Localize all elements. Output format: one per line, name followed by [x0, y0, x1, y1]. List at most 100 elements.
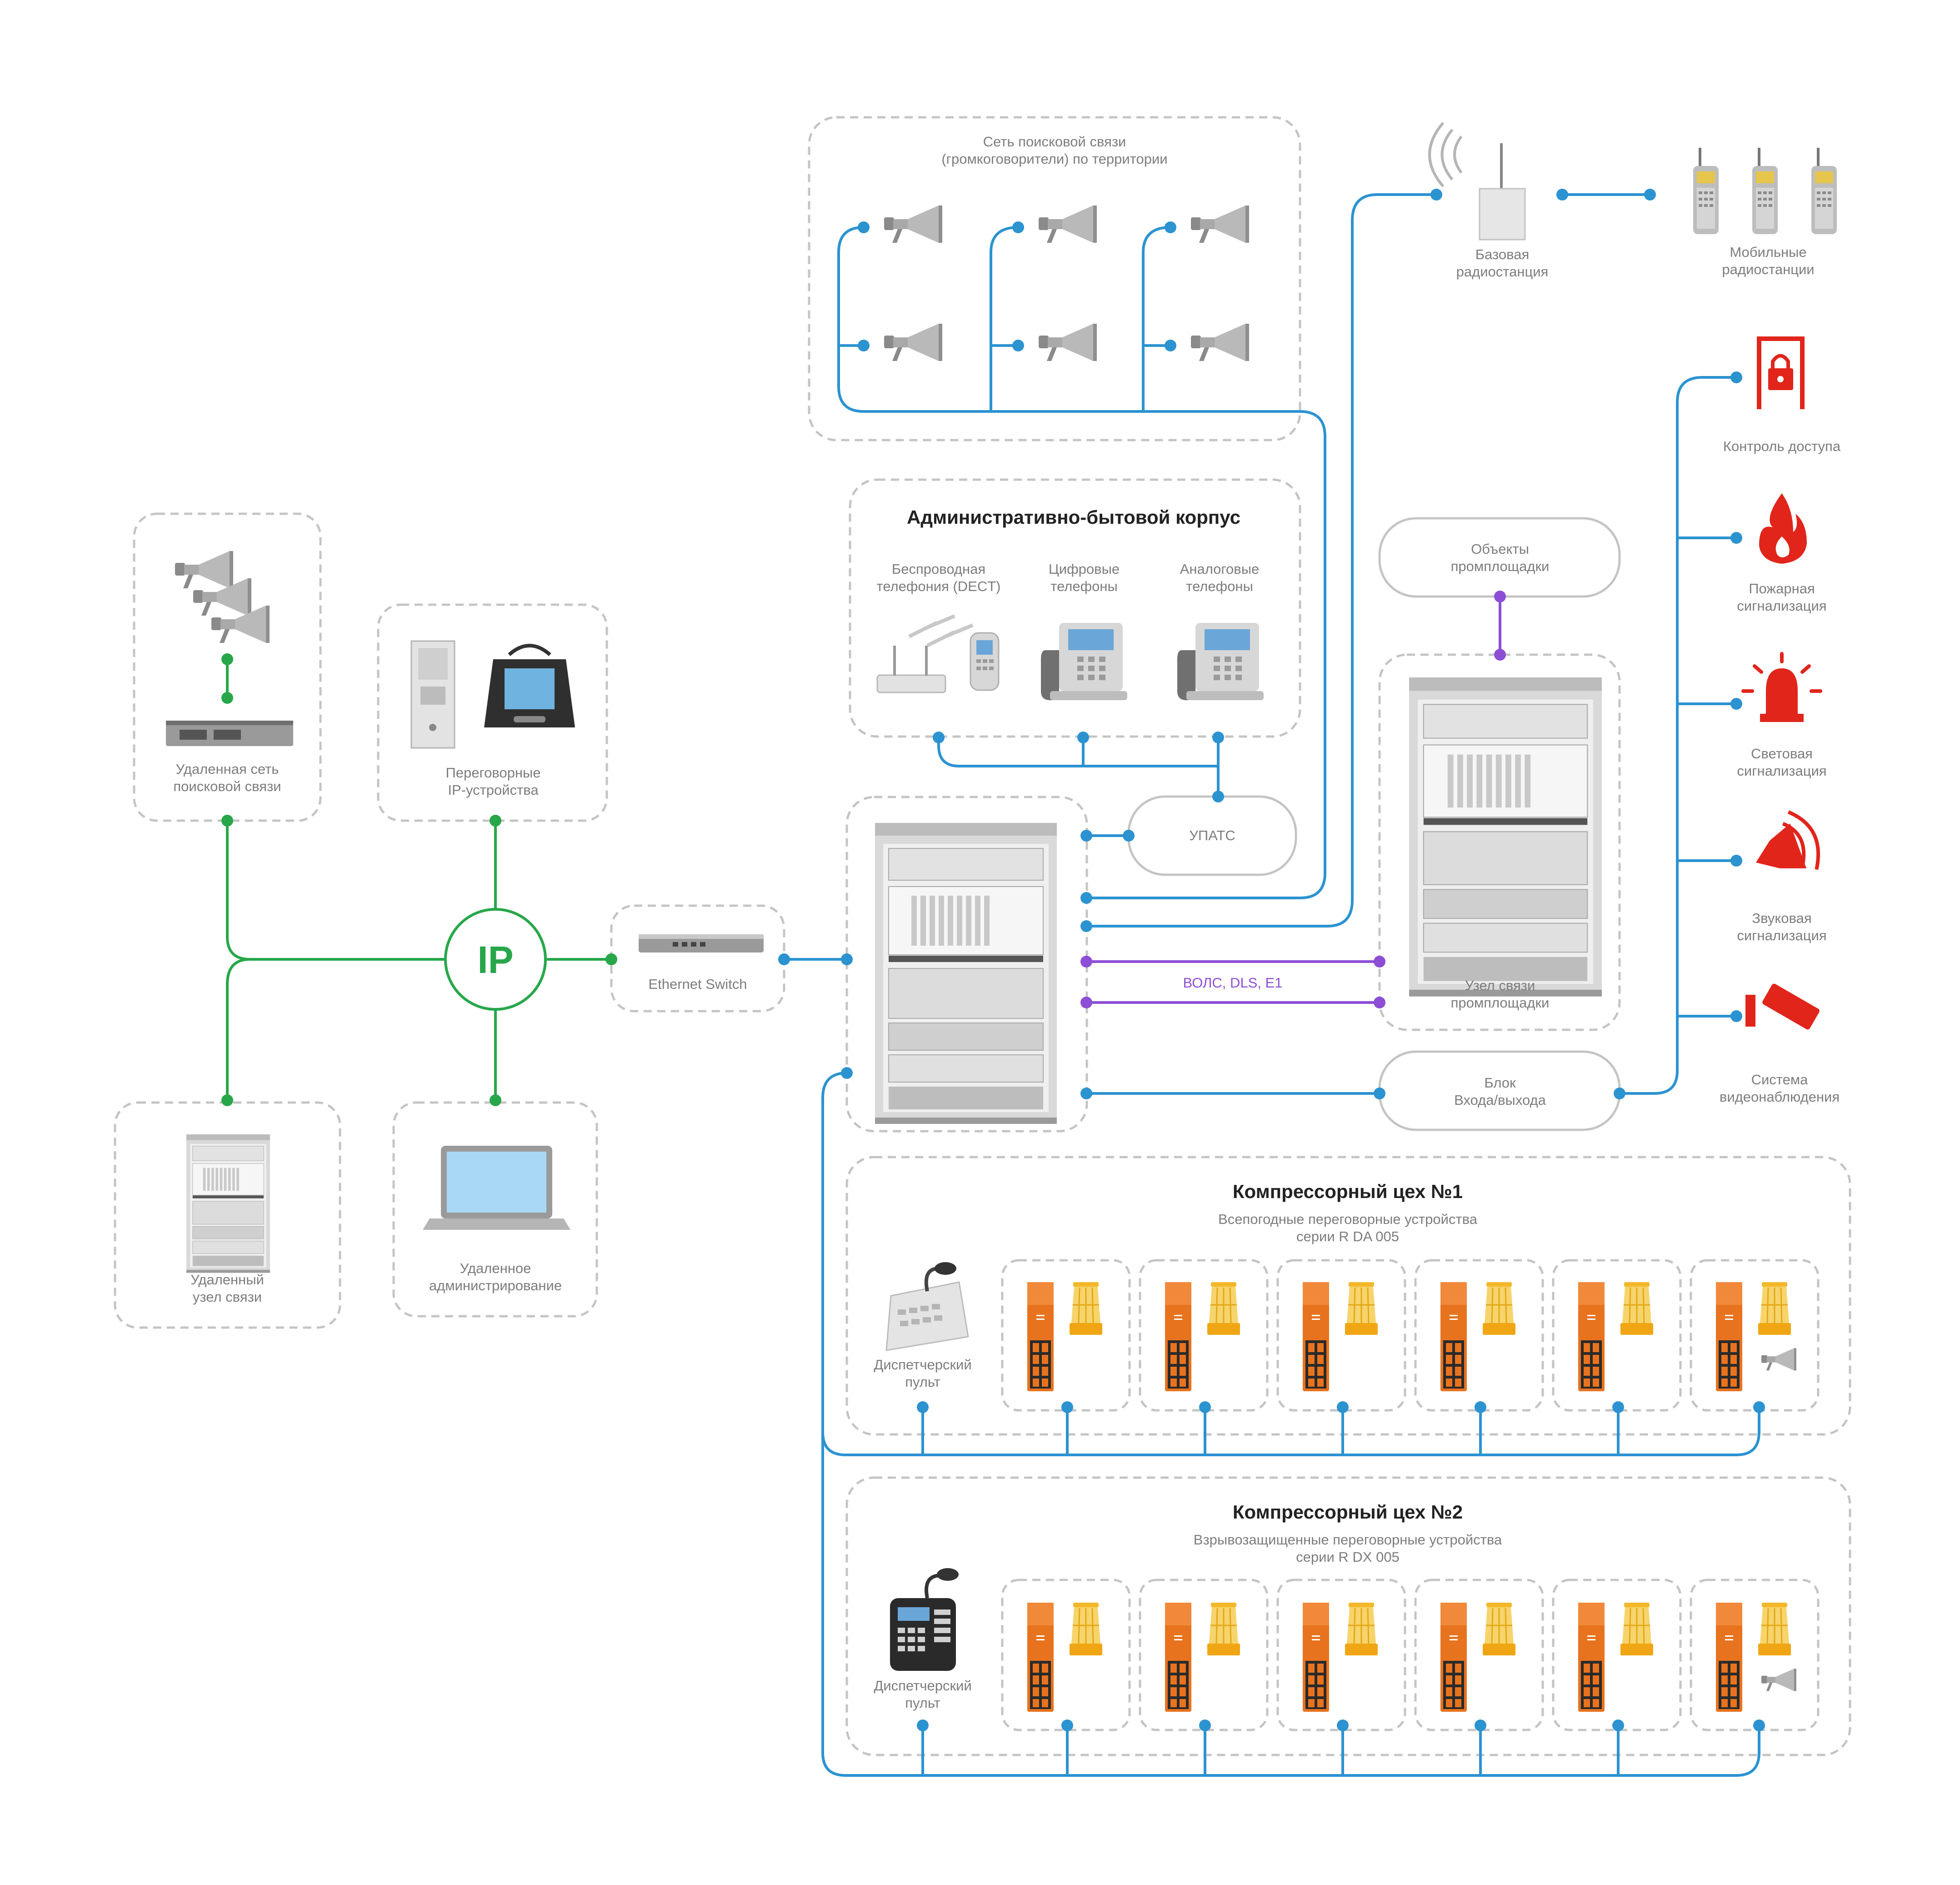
workshop1-subtitle-1: Всепогодные переговорные устройства — [1218, 1211, 1478, 1227]
admin-title: Административно-бытовой корпус — [907, 506, 1240, 528]
beacon-icon — [1741, 652, 1822, 722]
analog-label-2: телефоны — [1186, 578, 1253, 594]
speaker-icon — [1761, 1669, 1796, 1691]
remote-paging-label-2: поисковой связи — [173, 778, 281, 794]
ip-label: IP — [477, 938, 513, 981]
speaker-icon — [1761, 1348, 1796, 1371]
beacon-label-2: сигнализация — [1737, 763, 1826, 779]
workshop2-device-slots — [1001, 1579, 1820, 1731]
lamp-icon — [1482, 1602, 1516, 1656]
ip-devices-label-2: IP-устройства — [448, 782, 539, 798]
fire-icon — [1759, 493, 1807, 564]
fire-label-1: Пожарная — [1749, 581, 1815, 597]
paging-zone — [808, 116, 1301, 441]
digital-phone-icon — [1041, 623, 1127, 700]
digital-label-2: телефоны — [1050, 578, 1118, 594]
intercom-icon — [1165, 1282, 1191, 1391]
workshop2-subtitle-1: Взрывозащищенные переговорные устройства — [1194, 1532, 1502, 1548]
intercom-icon — [1716, 1603, 1742, 1712]
workshop1-zone — [845, 1156, 1851, 1436]
lamp-icon — [1344, 1602, 1379, 1656]
remote-node-label-1: Удаленный — [190, 1272, 264, 1288]
cctv-icon — [1745, 983, 1820, 1030]
workshop2-subtitle-2: серии R DX 005 — [1296, 1549, 1400, 1565]
ip-links — [226, 658, 613, 1102]
lamp-icon — [1757, 1281, 1792, 1336]
switch-label: Ethernet Switch — [648, 976, 747, 992]
console2-label-1: Диспетчерский — [874, 1678, 971, 1694]
paging-subtitle: (громкоговорители) по территории — [941, 151, 1167, 167]
speaker-icon — [1191, 206, 1249, 243]
console1-label-1: Диспетчерский — [874, 1357, 971, 1373]
objects-label-1: Объекты — [1471, 541, 1529, 557]
lamp-icon — [1620, 1281, 1654, 1336]
lamp-icon — [1482, 1281, 1516, 1336]
lamp-icon — [1206, 1281, 1241, 1336]
dispatcher-console-1-icon — [885, 1262, 969, 1351]
siren-label-1: Звуковая — [1752, 910, 1811, 926]
workshop1-device-slots — [1001, 1259, 1820, 1412]
dect-base-icon — [876, 614, 974, 693]
io-block-box — [1378, 1050, 1621, 1131]
access-control-label: Контроль доступа — [1723, 438, 1841, 454]
intercom-icon — [1027, 1282, 1054, 1391]
intercom-icon — [1440, 1282, 1467, 1391]
switch-zone — [610, 904, 785, 1013]
intercom-icon — [1303, 1282, 1329, 1391]
cctv-label-1: Система — [1751, 1072, 1809, 1088]
remote-admin-zone — [392, 1101, 598, 1318]
mobile-radio-label-2: радиостанции — [1722, 261, 1814, 277]
paging-title: Сеть поисковой связи — [983, 134, 1126, 150]
io-block-label-2: Входа/выхода — [1454, 1092, 1546, 1108]
mobile-radios-icon — [1693, 148, 1837, 234]
site-node-label-1: Узел связи — [1465, 978, 1535, 993]
dispatcher-console-2-icon — [890, 1568, 959, 1671]
ip-touch-terminal-icon — [484, 644, 575, 727]
admin-zone — [849, 478, 1301, 738]
fire-label-2: сигнализация — [1737, 598, 1826, 614]
beacon-label-1: Световая — [1751, 746, 1813, 762]
lamp-icon — [1069, 1281, 1103, 1336]
intercom-icon — [1303, 1603, 1329, 1712]
dect-label-2: телефония (DECT) — [876, 578, 1000, 594]
base-radio-label-1: Базовая — [1475, 246, 1530, 262]
remote-paging-device — [166, 551, 293, 746]
cctv-label-2: видеонаблюдения — [1720, 1089, 1840, 1105]
amplifier-icon — [166, 721, 293, 746]
ip-devices-zone — [377, 603, 608, 822]
main-node-rack-icon — [875, 822, 1057, 1124]
lamp-icon — [1069, 1602, 1103, 1656]
connection-dots — [221, 189, 1765, 1731]
console1-label-2: пульт — [905, 1374, 940, 1390]
siren-label-2: сигнализация — [1737, 927, 1826, 943]
ip-hub — [444, 908, 547, 1011]
speaker-icon — [1191, 324, 1249, 361]
remote-paging-label-1: Удаленная сеть — [176, 761, 279, 777]
remote-node-label-2: узел связи — [193, 1289, 262, 1305]
lamp-icon — [1344, 1281, 1379, 1336]
dect-label-1: Беспроводная — [892, 561, 985, 577]
objects-box — [1378, 517, 1621, 598]
site-node-label-2: промплощадки — [1451, 995, 1550, 1011]
ip-devices-label-1: Переговорные — [445, 765, 540, 781]
intercom-icon — [1578, 1603, 1605, 1712]
speaker-icon — [1039, 206, 1097, 243]
workshop1-title: Компрессорный цех №1 — [1233, 1181, 1463, 1202]
speaker-icon — [1039, 324, 1097, 361]
analog-label-1: Аналоговые — [1180, 561, 1260, 577]
base-radio-station-icon — [1428, 122, 1526, 241]
site-node-zone — [1378, 653, 1621, 1031]
lamp-icon — [1620, 1602, 1654, 1656]
base-radio-label-2: радиостанция — [1456, 264, 1549, 280]
data-links — [783, 193, 1760, 1777]
upats-label: УПАТС — [1189, 827, 1235, 843]
access-control-icon — [1757, 336, 1805, 409]
intercom-icon — [1027, 1603, 1054, 1712]
remote-paging-zone — [133, 512, 322, 822]
remote-admin-label-1: Удаленное — [460, 1260, 531, 1276]
paging-speakers — [884, 206, 1249, 361]
remote-admin-label-2: администрирование — [429, 1278, 562, 1293]
siren-icon — [1756, 810, 1820, 870]
speaker-icon — [884, 324, 942, 361]
